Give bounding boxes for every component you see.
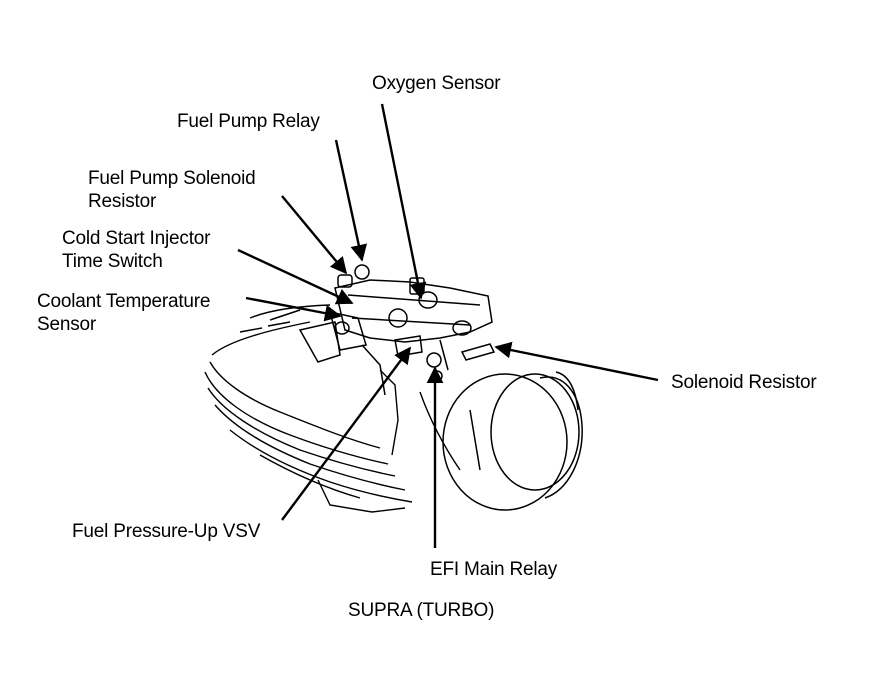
arrow-oxygen-sensor bbox=[380, 103, 427, 300]
label-coolant-temperature-sensor: Coolant Temperature Sensor bbox=[37, 291, 211, 335]
label-solenoid-resistor: Solenoid Resistor bbox=[671, 372, 817, 393]
label-cold-start-injector-time-switch: Cold Start Injector Time Switch bbox=[62, 228, 211, 272]
label-fuel-pump-solenoid-resistor: Fuel Pump Solenoid Resistor bbox=[88, 168, 256, 212]
arrow-cold-start-injector-time-switch bbox=[237, 248, 354, 305]
arrow-fuel-pressure-up-vsv bbox=[281, 346, 412, 521]
label-oxygen-sensor: Oxygen Sensor bbox=[372, 73, 501, 94]
car-body-sketch bbox=[204, 304, 461, 513]
label-fuel-pump-relay: Fuel Pump Relay bbox=[177, 111, 320, 132]
arrow-coolant-temperature-sensor bbox=[245, 296, 342, 322]
arrow-fuel-pump-solenoid-resistor bbox=[281, 195, 348, 275]
arrow-fuel-pump-relay bbox=[334, 139, 368, 262]
arrow-solenoid-resistor bbox=[494, 341, 659, 382]
label-efi-main-relay: EFI Main Relay bbox=[430, 559, 558, 580]
figure-caption: SUPRA (TURBO) bbox=[348, 600, 495, 621]
wheel-sketch bbox=[442, 371, 583, 511]
engine-components-sketch bbox=[269, 264, 496, 396]
label-fuel-pressure-up-vsv: Fuel Pressure-Up VSV bbox=[72, 521, 261, 542]
leader-arrows bbox=[237, 103, 659, 548]
